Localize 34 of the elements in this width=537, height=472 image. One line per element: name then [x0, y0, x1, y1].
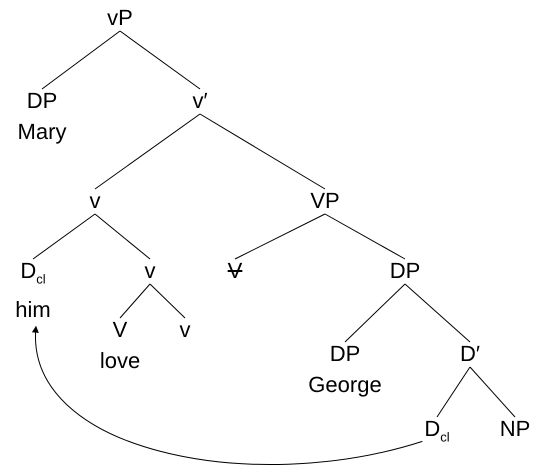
category-label: D′	[460, 341, 480, 366]
word-label: love	[100, 348, 140, 373]
tree-branch	[436, 366, 470, 418]
category-label: V	[228, 258, 242, 283]
category-label: vP	[107, 5, 133, 30]
category-label: DP	[390, 258, 420, 283]
category-label: VP	[310, 188, 340, 213]
word-label: him	[15, 297, 51, 322]
category-label: DP	[26, 88, 58, 113]
tree-branch	[404, 284, 470, 342]
category-label: v′	[192, 88, 208, 113]
category-label: V	[112, 317, 128, 342]
category-label: v	[90, 188, 100, 213]
word-label: George	[308, 372, 382, 397]
tree-branch	[344, 284, 406, 342]
tree-branch	[234, 214, 326, 260]
tree-branch	[470, 366, 516, 418]
tree-branch	[120, 30, 200, 90]
category-label: DP	[330, 341, 360, 366]
tree-branch	[94, 114, 200, 190]
tree-branch	[150, 284, 186, 318]
tree-branch	[200, 114, 326, 190]
tree-branch	[94, 214, 150, 260]
movement-arrow	[32, 326, 423, 465]
category-label: NP	[500, 416, 530, 441]
tree-branch	[120, 284, 150, 318]
word-label: Mary	[18, 119, 66, 144]
category-label: D$_{cl}$	[424, 416, 450, 446]
tree-branch	[32, 214, 96, 260]
category-label: v	[180, 317, 190, 342]
category-label: v	[144, 258, 156, 283]
tree-branch	[42, 30, 120, 90]
tree-branch	[324, 214, 406, 260]
category-label: D$_{cl}$	[20, 258, 46, 288]
